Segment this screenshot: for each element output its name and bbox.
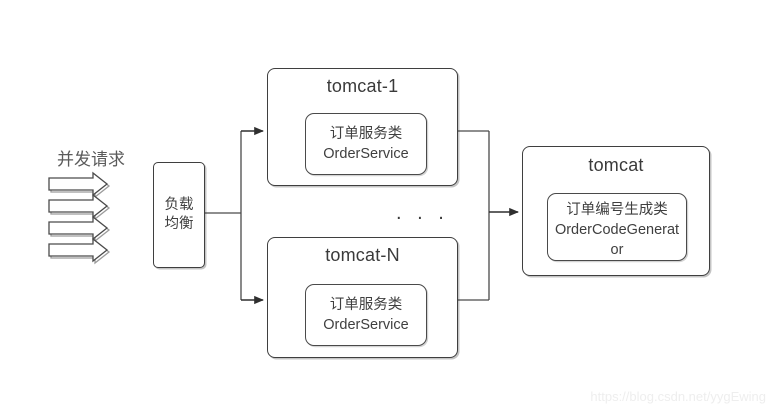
node-tomcat-n[interactable]: tomcat-N 订单服务类 OrderService xyxy=(267,237,458,358)
node-tomcat-codegen[interactable]: tomcat 订单编号生成类 OrderCodeGenerator xyxy=(522,146,710,276)
node-tomcat-codegen-inner-cn: 订单编号生成类 xyxy=(566,202,668,218)
node-tomcat-n-inner-en: OrderService xyxy=(323,317,409,333)
node-tomcat-codegen-inner-text: 订单编号生成类 OrderCodeGenerator xyxy=(548,200,686,260)
node-tomcat-n-inner-text: 订单服务类 OrderService xyxy=(306,295,426,335)
node-tomcat-1-inner-text: 订单服务类 OrderService xyxy=(306,124,426,164)
load-balancer-line1: 负载 xyxy=(164,197,194,213)
load-balancer-line2: 均衡 xyxy=(164,216,194,232)
node-tomcat-1-inner-orderservice[interactable]: 订单服务类 OrderService xyxy=(305,113,427,175)
node-tomcat-n-inner-orderservice[interactable]: 订单服务类 OrderService xyxy=(305,284,427,346)
node-tomcat-1-inner-en: OrderService xyxy=(323,146,409,162)
watermark: https://blog.csdn.net/yygEwing xyxy=(590,389,766,404)
node-tomcat-codegen-inner-en: OrderCodeGenerator xyxy=(554,222,680,258)
node-tomcat-codegen-inner-ordercodegenerator[interactable]: 订单编号生成类 OrderCodeGenerator xyxy=(547,193,687,261)
node-tomcat-1[interactable]: tomcat-1 订单服务类 OrderService xyxy=(267,68,458,186)
node-tomcat-codegen-title: tomcat xyxy=(588,155,644,175)
node-tomcat-1-inner-cn: 订单服务类 xyxy=(329,126,403,142)
load-balancer-node[interactable]: 负载 均衡 xyxy=(153,162,205,268)
incoming-requests-label: 并发请求 xyxy=(57,150,125,169)
node-tomcat-n-inner-cn: 订单服务类 xyxy=(329,297,403,313)
load-balancer-text: 负载 均衡 xyxy=(154,196,204,234)
ellipsis-more-nodes: . . . xyxy=(396,202,449,224)
node-tomcat-1-title: tomcat-1 xyxy=(326,76,399,96)
node-tomcat-n-title: tomcat-N xyxy=(325,245,400,265)
